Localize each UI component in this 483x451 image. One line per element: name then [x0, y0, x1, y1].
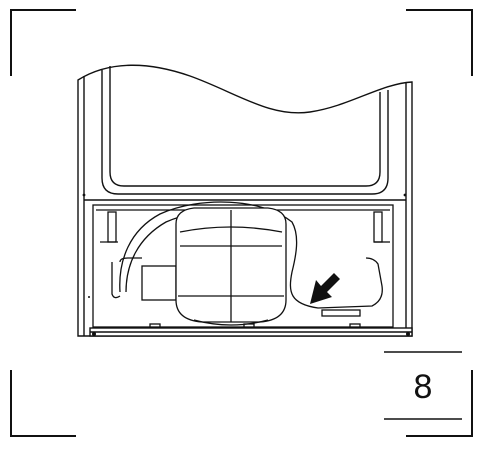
inner-frame-inner — [109, 66, 381, 187]
left-component-pipe — [119, 257, 142, 263]
arrow-shape — [310, 273, 340, 304]
left-lower-curve — [111, 262, 121, 299]
compressor-compartment — [92, 201, 394, 330]
crop-mark-top-right — [406, 9, 473, 76]
step-number-lines — [384, 351, 462, 420]
crop-marks — [10, 9, 473, 437]
arrow-pointing-down-left-icon — [310, 273, 340, 304]
cabinet-dot-right — [403, 193, 407, 197]
crop-mark-top-left — [10, 9, 76, 76]
cabinet-dot-left — [82, 193, 86, 197]
refrigerant-tubing — [119, 201, 383, 309]
inner-frame-outer — [101, 70, 389, 195]
appliance-base — [89, 327, 413, 337]
crop-mark-bottom-left — [10, 370, 76, 437]
crop-mark-bottom-right — [406, 370, 473, 437]
base-screw-left — [92, 332, 96, 336]
drip-tray — [321, 309, 361, 317]
appliance-cabinet — [77, 64, 413, 337]
compartment-box — [92, 204, 394, 328]
cabinet-dot-lower-left — [88, 296, 90, 298]
base-screw-right — [406, 332, 410, 336]
compressor-mount-curve — [193, 319, 269, 326]
step-number: 8 — [413, 368, 433, 406]
